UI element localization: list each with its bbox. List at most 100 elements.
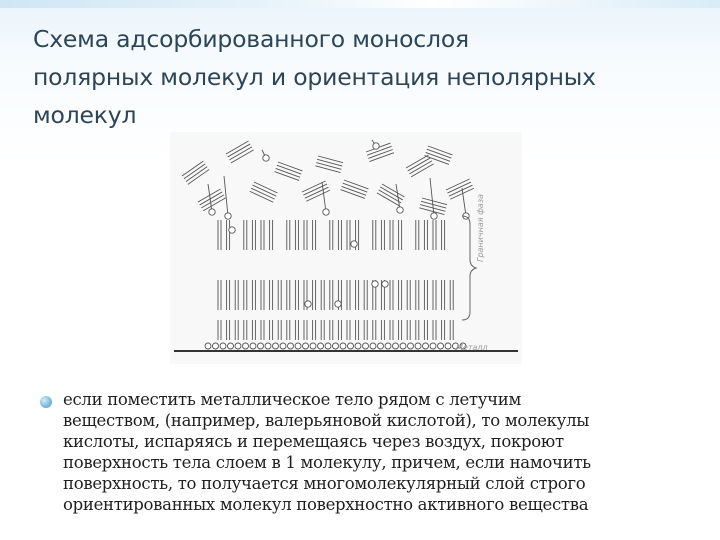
polar-head-circle <box>234 342 242 350</box>
bullet-dot-icon <box>40 396 52 408</box>
polar-head-circle <box>339 342 347 350</box>
molecule-stroke <box>276 164 302 175</box>
molecule-stroke <box>199 191 223 206</box>
molecule-stroke <box>448 184 473 197</box>
polar-head-circle <box>224 212 232 220</box>
molecule-stroke <box>340 189 366 199</box>
nonpolar-molecule-bundle <box>315 155 344 174</box>
molecule-stroke <box>249 190 274 203</box>
polar-head-circle <box>309 342 317 350</box>
molecule-stroke <box>342 182 368 193</box>
polar-head-circle <box>204 342 212 350</box>
monolayer-diagram: Металл Граничная фаза <box>170 132 522 364</box>
molecule-stroke <box>250 187 275 200</box>
boundary-phase-brace <box>461 215 478 321</box>
polar-head-circle <box>430 212 438 220</box>
polar-head-circle <box>414 342 422 350</box>
molecule-stroke <box>341 185 367 196</box>
polar-head-circle <box>208 208 216 216</box>
nonpolar-molecule-bundle <box>274 161 303 181</box>
nonpolar-molecule-bundle <box>301 180 331 202</box>
polar-head-circle <box>257 342 264 350</box>
nonpolar-molecule-bundle <box>405 154 434 178</box>
bullet-line: кислоты, испаряясь и перемещаясь через в… <box>63 432 564 451</box>
polar-head-circle <box>392 342 399 350</box>
molecule-stroke <box>419 207 445 216</box>
molecule-stroke <box>425 151 451 162</box>
molecule-stroke <box>445 178 470 191</box>
molecule-stroke <box>405 154 429 169</box>
molecule-stroke <box>316 162 342 170</box>
polar-head-circle <box>294 342 302 350</box>
molecule-stroke <box>229 146 253 161</box>
molecule-stroke <box>306 189 331 202</box>
polar-head-circle <box>369 342 377 350</box>
polar-head-circle <box>219 342 227 350</box>
molecule-stroke <box>185 166 208 182</box>
molecule-stroke <box>252 184 277 197</box>
molecule-stroke <box>421 197 448 206</box>
molecule-stroke <box>225 140 249 155</box>
polar-head-circle <box>422 342 429 350</box>
nonpolar-molecule-bundle <box>445 178 475 200</box>
polar-molecule-stick <box>395 183 401 211</box>
polar-head-circle <box>334 300 342 308</box>
polar-head-circle <box>362 342 369 350</box>
title-line: молекул <box>33 101 137 129</box>
polar-head-circle <box>459 342 467 350</box>
bullet-line: веществом, (например, валерьяновой кисло… <box>63 411 590 430</box>
polar-head-circle <box>384 342 392 350</box>
molecule-stroke <box>202 197 226 212</box>
title-line: Схема адсорбированного монослоя <box>33 25 469 53</box>
nonpolar-molecule-bundle <box>225 140 254 164</box>
bullet-line: ориентированных молекул поверхностно акт… <box>63 495 589 514</box>
polar-molecule-stick <box>207 183 213 213</box>
polar-head-circle <box>302 342 309 350</box>
polar-head-circle <box>396 206 404 214</box>
molecule-stroke <box>409 160 433 175</box>
molecule-stroke <box>253 181 278 194</box>
polar-molecule-stick <box>321 181 327 213</box>
slide-top-accent-bar <box>0 0 720 8</box>
molecule-stroke <box>368 149 393 159</box>
polar-head-circle <box>354 342 362 350</box>
molecule-stroke <box>275 167 301 178</box>
molecule-stroke <box>378 189 402 204</box>
molecule-stroke <box>304 186 329 199</box>
molecule-stroke <box>303 183 328 196</box>
polar-head-circle <box>371 280 379 288</box>
polar-head-circle <box>452 342 459 350</box>
polar-head-circle <box>212 342 219 350</box>
molecule-stroke <box>317 155 344 164</box>
polar-head-circle <box>249 342 257 350</box>
molecule-stroke <box>230 149 254 164</box>
molecule-stroke <box>343 179 369 190</box>
polar-head-circle <box>287 342 294 350</box>
molecule-stroke <box>407 157 431 172</box>
nonpolar-molecule-bundle <box>340 179 369 199</box>
polar-head-circle <box>399 342 407 350</box>
polar-head-circle <box>332 342 339 350</box>
polar-head-circle <box>279 342 287 350</box>
molecule-stroke <box>426 148 452 159</box>
molecule-stroke <box>381 183 405 198</box>
polar-head-circle <box>242 342 249 350</box>
polar-molecule-stick <box>461 187 467 217</box>
molecule-stroke <box>187 169 210 185</box>
molecule-stroke <box>301 180 326 193</box>
polar-head-circle <box>322 208 330 216</box>
molecule-stroke <box>277 161 303 172</box>
slide-title: Схема адсорбированного монослоя полярных… <box>33 20 693 134</box>
molecule-stroke <box>421 200 447 209</box>
molecule-stroke <box>376 192 400 207</box>
molecule-stroke <box>315 165 341 174</box>
polar-head-circle <box>429 342 437 350</box>
polar-head-circle <box>437 342 444 350</box>
polar-head-circle <box>317 342 324 350</box>
polar-head-circle <box>350 240 358 248</box>
polar-head-circle <box>262 154 270 162</box>
polar-head-circle <box>407 342 414 350</box>
bullet-text: если поместить металлическое тело рядом … <box>63 389 703 515</box>
polar-head-circle <box>304 300 312 308</box>
molecule-stroke <box>317 158 343 167</box>
